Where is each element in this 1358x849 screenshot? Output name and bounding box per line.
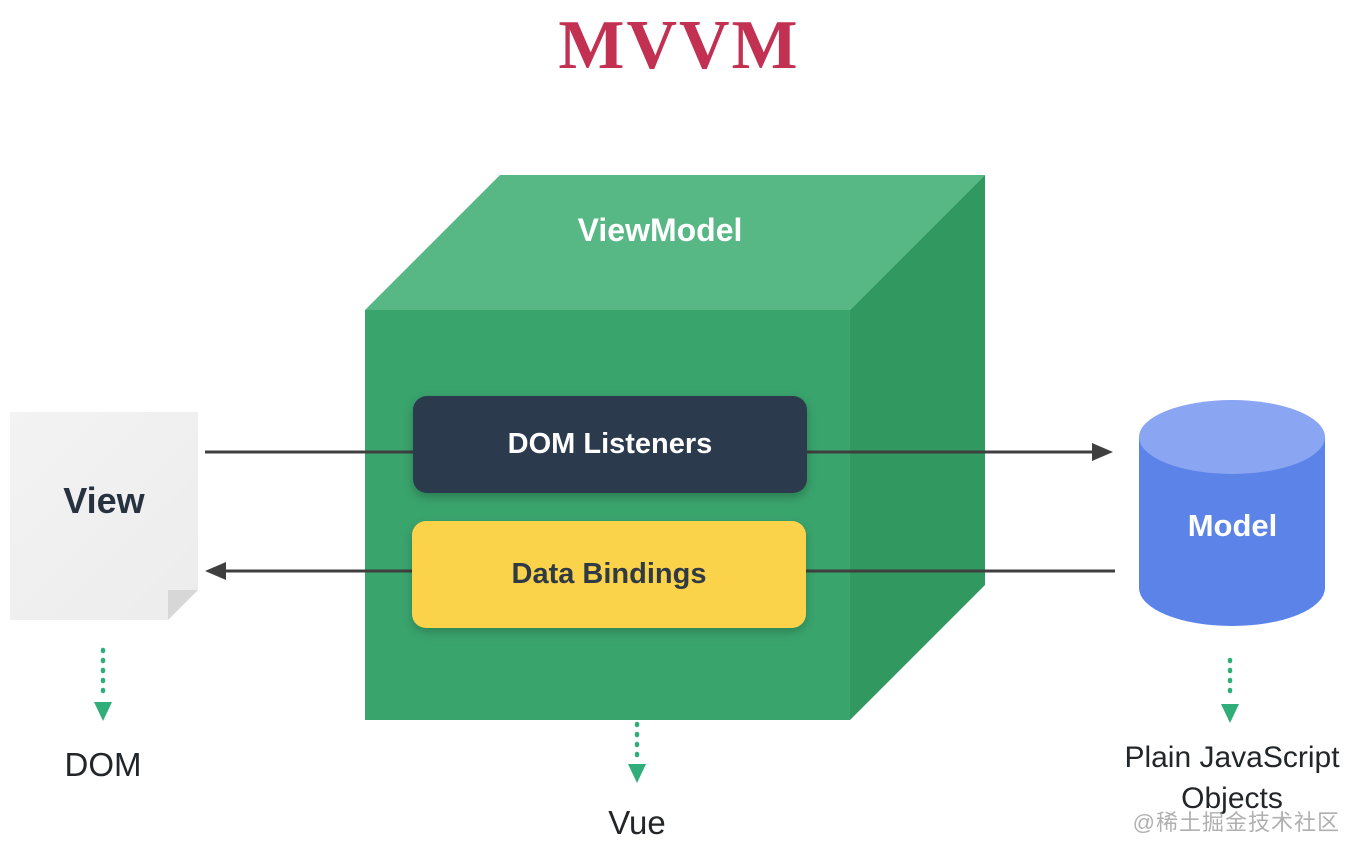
dotted-arrow-view-to-dom <box>94 647 112 721</box>
cube-top-face <box>365 175 985 310</box>
model-label: Model <box>1187 508 1278 543</box>
page-title: MVVM <box>558 7 800 84</box>
data-bindings-label: Data Bindings <box>511 558 707 590</box>
dotted-head-dom <box>94 702 112 721</box>
dotted-arrow-cube-to-vue <box>628 721 646 783</box>
dotted-head-pjo <box>1221 704 1239 723</box>
viewmodel-label: ViewModel <box>577 212 743 248</box>
dom-caption: DOM <box>64 746 142 783</box>
cube-right-face <box>850 175 985 720</box>
dotted-arrow-model-to-pjo <box>1221 657 1239 723</box>
vue-caption: Vue <box>608 804 666 841</box>
view-document-fold <box>168 590 198 620</box>
arrow-top-head <box>1092 443 1113 461</box>
plain-js-objects-caption: Plain JavaScript Objects <box>1124 741 1340 815</box>
view-label: View <box>63 480 145 521</box>
dotted-head-vue <box>628 764 646 783</box>
cube-front-face <box>365 310 850 720</box>
view-document-shape <box>10 412 198 620</box>
dom-listeners-box: DOM Listeners <box>413 396 807 493</box>
dom-listeners-label: DOM Listeners <box>507 428 713 460</box>
arrow-bottom-head <box>205 562 226 580</box>
model-cylinder <box>1139 400 1325 626</box>
cylinder-top <box>1139 400 1325 474</box>
watermark: @稀土掘金技术社区 <box>1132 810 1340 835</box>
data-bindings-box: Data Bindings <box>412 521 806 628</box>
